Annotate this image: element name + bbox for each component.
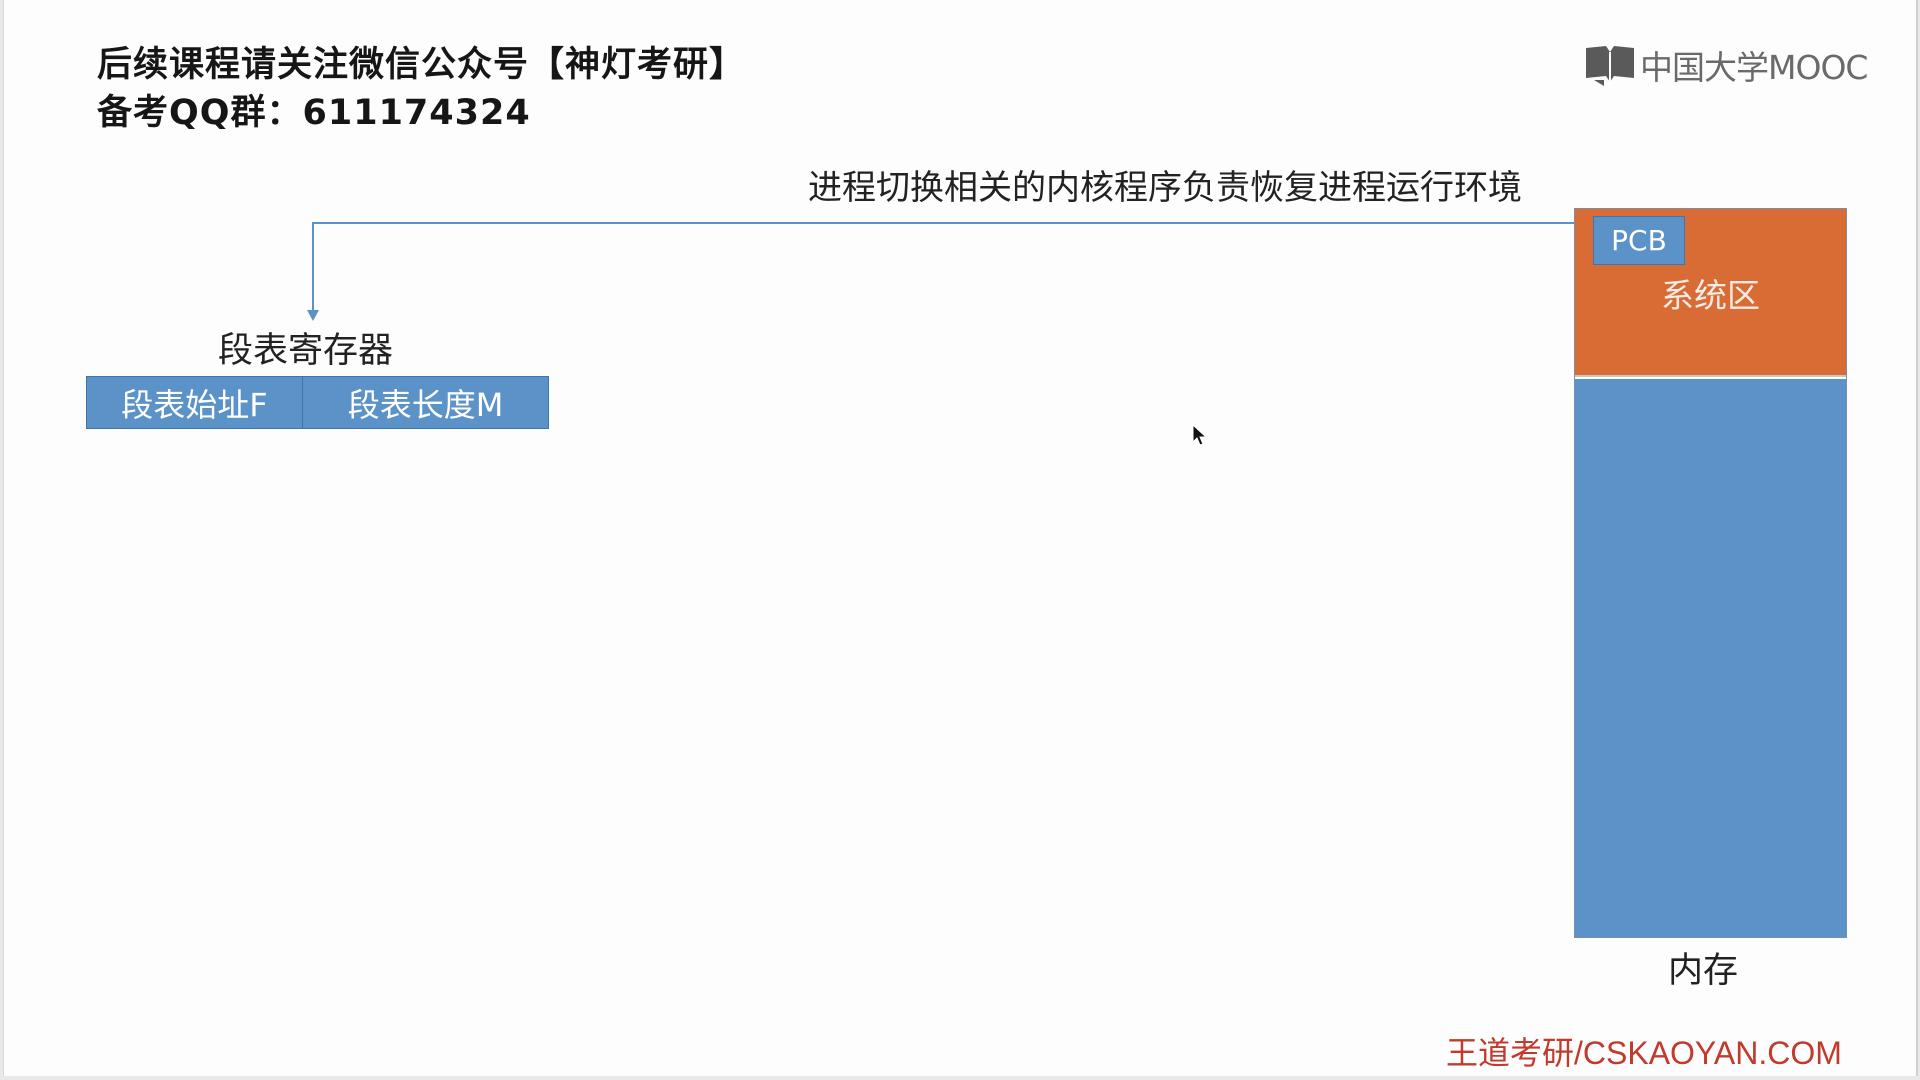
header-wechat-notice: 后续课程请关注微信公众号【神灯考研】 <box>97 45 746 85</box>
memory-block: PCB 系统区 <box>1574 208 1847 938</box>
watermark: 王道考研/CSKAOYAN.COM <box>1446 1035 1842 1071</box>
process-switch-caption: 进程切换相关的内核程序负责恢复进程运行环境 <box>808 168 1522 208</box>
header-qq-group: 备考QQ群：611174324 <box>97 93 531 133</box>
memory-label: 内存 <box>1668 951 1739 991</box>
mouse-pointer-icon <box>1192 423 1208 452</box>
segment-table-register: 段表始址F 段表长度M <box>86 376 549 429</box>
system-area-label: 系统区 <box>1661 276 1760 315</box>
user-area <box>1575 379 1846 937</box>
segment-table-length-cell: 段表长度M <box>303 377 548 428</box>
pcb-box: PCB <box>1593 216 1685 265</box>
segment-table-base-cell: 段表始址F <box>87 377 303 428</box>
system-area: PCB 系统区 <box>1575 209 1846 377</box>
segment-register-label: 段表寄存器 <box>218 331 394 371</box>
mooc-logo-text: 中国大学MOOC <box>1640 48 1868 87</box>
mooc-logo: 中国大学MOOC <box>1584 44 1868 87</box>
book-icon <box>1584 44 1636 86</box>
